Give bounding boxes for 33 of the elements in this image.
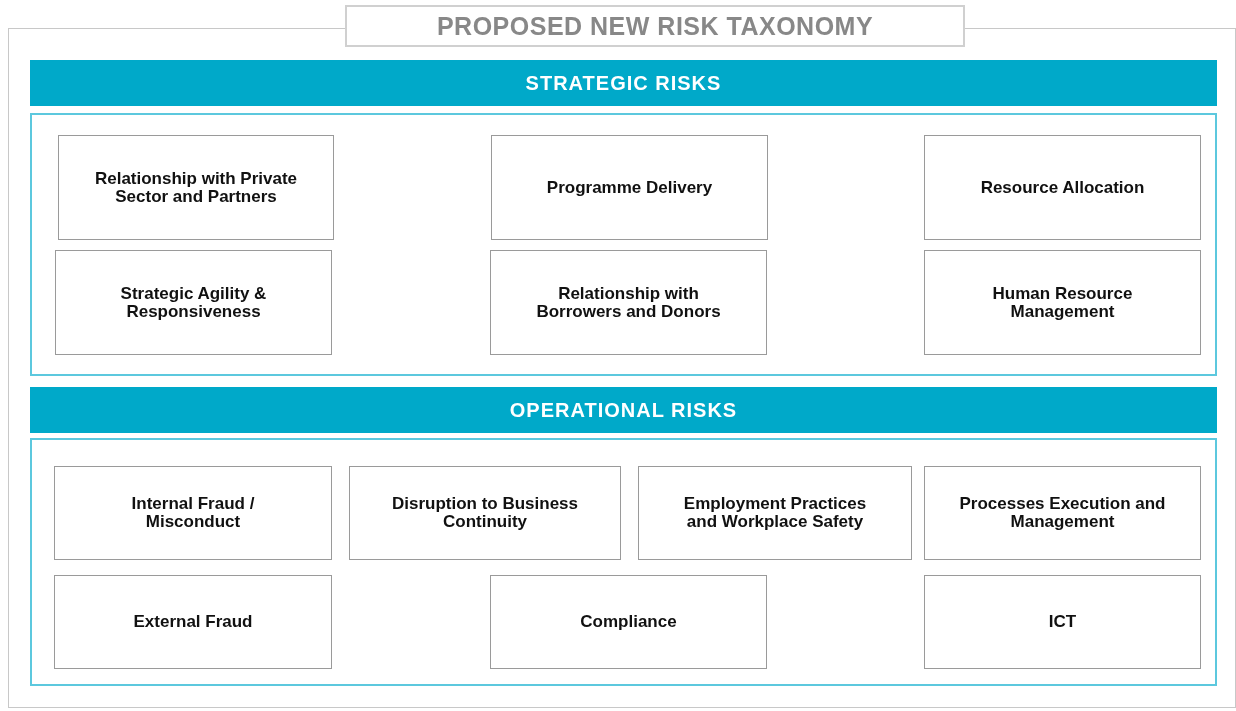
risk-name: Employment Practices and Workplace Safety	[682, 495, 868, 531]
risk-box	[490, 575, 767, 669]
risk-box	[924, 135, 1201, 240]
risk-name: Strategic Agility & Responsiveness	[119, 284, 268, 321]
category-header-bar	[30, 60, 1217, 106]
risk-box	[54, 575, 332, 669]
category-panel	[30, 113, 1217, 376]
risk-box	[924, 466, 1201, 560]
risk-box	[54, 466, 332, 560]
risk-name: External Fraud	[133, 613, 253, 631]
risk-name: Programme Delivery	[546, 178, 713, 197]
risk-box	[349, 466, 621, 560]
category-title: OPERATIONAL RISKS	[509, 398, 738, 422]
risk-name: Compliance	[580, 613, 677, 631]
risk-name: ICT	[1048, 613, 1077, 631]
risk-name: Disruption to Business Continuity	[390, 495, 580, 531]
risk-name: Human Resource Management	[991, 284, 1134, 321]
risk-box	[638, 466, 912, 560]
risk-name: Resource Allocation	[980, 178, 1145, 197]
risk-box	[491, 135, 768, 240]
category-header-bar	[30, 387, 1217, 433]
risk-box	[924, 575, 1201, 669]
risk-box	[58, 135, 334, 240]
risk-name: Internal Fraud / Misconduct	[130, 495, 256, 531]
risk-box	[924, 250, 1201, 355]
risk-box	[490, 250, 767, 355]
category-title: STRATEGIC RISKS	[525, 71, 722, 95]
risk-name: Processes Execution and Management	[959, 495, 1166, 531]
risk-name: Relationship with Private Sector and Partners	[93, 169, 299, 206]
risk-name: Relationship with Borrowers and Donors	[535, 284, 722, 321]
category-panel	[30, 438, 1217, 686]
frame-label: PROPOSED NEW RISK TAXONOMY	[345, 5, 965, 47]
risk-box	[55, 250, 332, 355]
